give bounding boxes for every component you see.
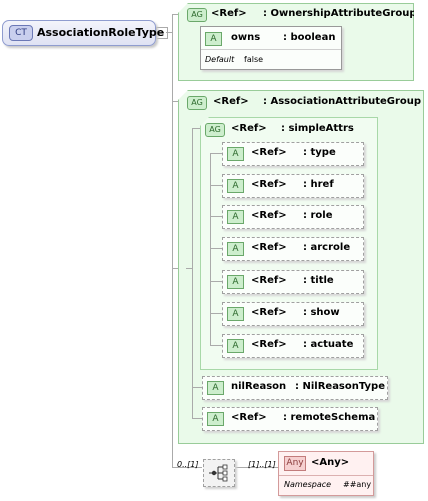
namespace-value: ##any bbox=[343, 480, 372, 489]
attribute-name: : href bbox=[303, 179, 334, 190]
attribute-actuate[interactable]: A <Ref> : actuate bbox=[222, 334, 364, 358]
attribute-ref-label: <Ref> bbox=[251, 339, 287, 350]
complex-type-association-role-type[interactable]: CT AssociationRoleType bbox=[2, 20, 164, 46]
attribute-name: : role bbox=[303, 210, 333, 221]
sequence-compositor[interactable] bbox=[203, 459, 235, 487]
attribute-name: : remoteSchema bbox=[283, 412, 376, 423]
default-value: false bbox=[244, 55, 264, 64]
group-name: : AssociationAttributeGroup bbox=[263, 96, 422, 107]
attribute-href[interactable]: A <Ref> : href bbox=[222, 174, 364, 198]
attribute-owns[interactable]: A owns : boolean Default false bbox=[200, 26, 342, 70]
complex-type-name: AssociationRoleType bbox=[37, 26, 165, 39]
attribute-role[interactable]: A <Ref> : role bbox=[222, 205, 364, 229]
attribute-name: : title bbox=[303, 275, 334, 286]
attribute-arcrole[interactable]: A <Ref> : arcrole bbox=[222, 237, 364, 261]
attribute-name: nilReason bbox=[231, 381, 287, 392]
complex-type-badge: CT bbox=[9, 25, 33, 41]
attribute-ref-label: <Ref> bbox=[231, 412, 267, 423]
any-occurs-label: [1]..[1] bbox=[248, 460, 276, 469]
any-name: <Any> bbox=[311, 457, 350, 468]
attribute-ref-label: <Ref> bbox=[251, 307, 287, 318]
attribute-badge: A bbox=[227, 307, 244, 321]
attribute-type: : NilReasonType bbox=[295, 381, 385, 392]
sequence-min-occurs: 0..[1] bbox=[177, 460, 199, 469]
attribute-name: : actuate bbox=[303, 339, 354, 350]
attribute-badge: A bbox=[227, 210, 244, 224]
attribute-group-badge: AG bbox=[205, 123, 225, 137]
attribute-badge: A bbox=[227, 275, 244, 289]
attribute-remote-schema[interactable]: A <Ref> : remoteSchema bbox=[202, 407, 378, 431]
attribute-badge: A bbox=[227, 242, 244, 256]
attribute-name: : type bbox=[303, 147, 336, 158]
group-ref-label: <Ref> bbox=[213, 96, 249, 107]
attribute-badge: A bbox=[207, 381, 224, 395]
attribute-ref-label: <Ref> bbox=[251, 147, 287, 158]
attribute-ref-label: <Ref> bbox=[251, 179, 287, 190]
attribute-ref-label: <Ref> bbox=[251, 275, 287, 286]
namespace-label: Namespace bbox=[284, 480, 332, 489]
attribute-nil-reason[interactable]: A nilReason : NilReasonType bbox=[202, 376, 388, 400]
attribute-group-badge: AG bbox=[187, 8, 207, 22]
any-element[interactable]: Any <Any> Namespace ##any bbox=[278, 451, 374, 496]
attribute-badge: A bbox=[207, 412, 224, 426]
attribute-title[interactable]: A <Ref> : title bbox=[222, 270, 364, 294]
group-name: : OwnershipAttributeGroup bbox=[263, 8, 417, 19]
attribute-name: : arcrole bbox=[303, 242, 351, 253]
sequence-icon bbox=[209, 464, 228, 482]
attribute-name: : show bbox=[303, 307, 340, 318]
group-ref-label: <Ref> bbox=[211, 8, 247, 19]
any-badge: Any bbox=[284, 456, 306, 471]
attribute-badge: A bbox=[227, 179, 244, 193]
default-label: Default bbox=[205, 55, 235, 64]
attribute-ref-label: <Ref> bbox=[251, 242, 287, 253]
attribute-show[interactable]: A <Ref> : show bbox=[222, 302, 364, 326]
attribute-ref-label: <Ref> bbox=[251, 210, 287, 221]
group-name: : simpleAttrs bbox=[281, 123, 354, 134]
attribute-badge: A bbox=[227, 339, 244, 353]
attribute-name: owns bbox=[231, 32, 261, 43]
attribute-group-badge: AG bbox=[187, 96, 207, 110]
attribute-type[interactable]: A <Ref> : type bbox=[222, 142, 364, 166]
attribute-type: : boolean bbox=[283, 32, 336, 43]
group-ref-label: <Ref> bbox=[231, 123, 267, 134]
attribute-badge: A bbox=[227, 147, 244, 161]
attribute-badge: A bbox=[205, 32, 222, 46]
